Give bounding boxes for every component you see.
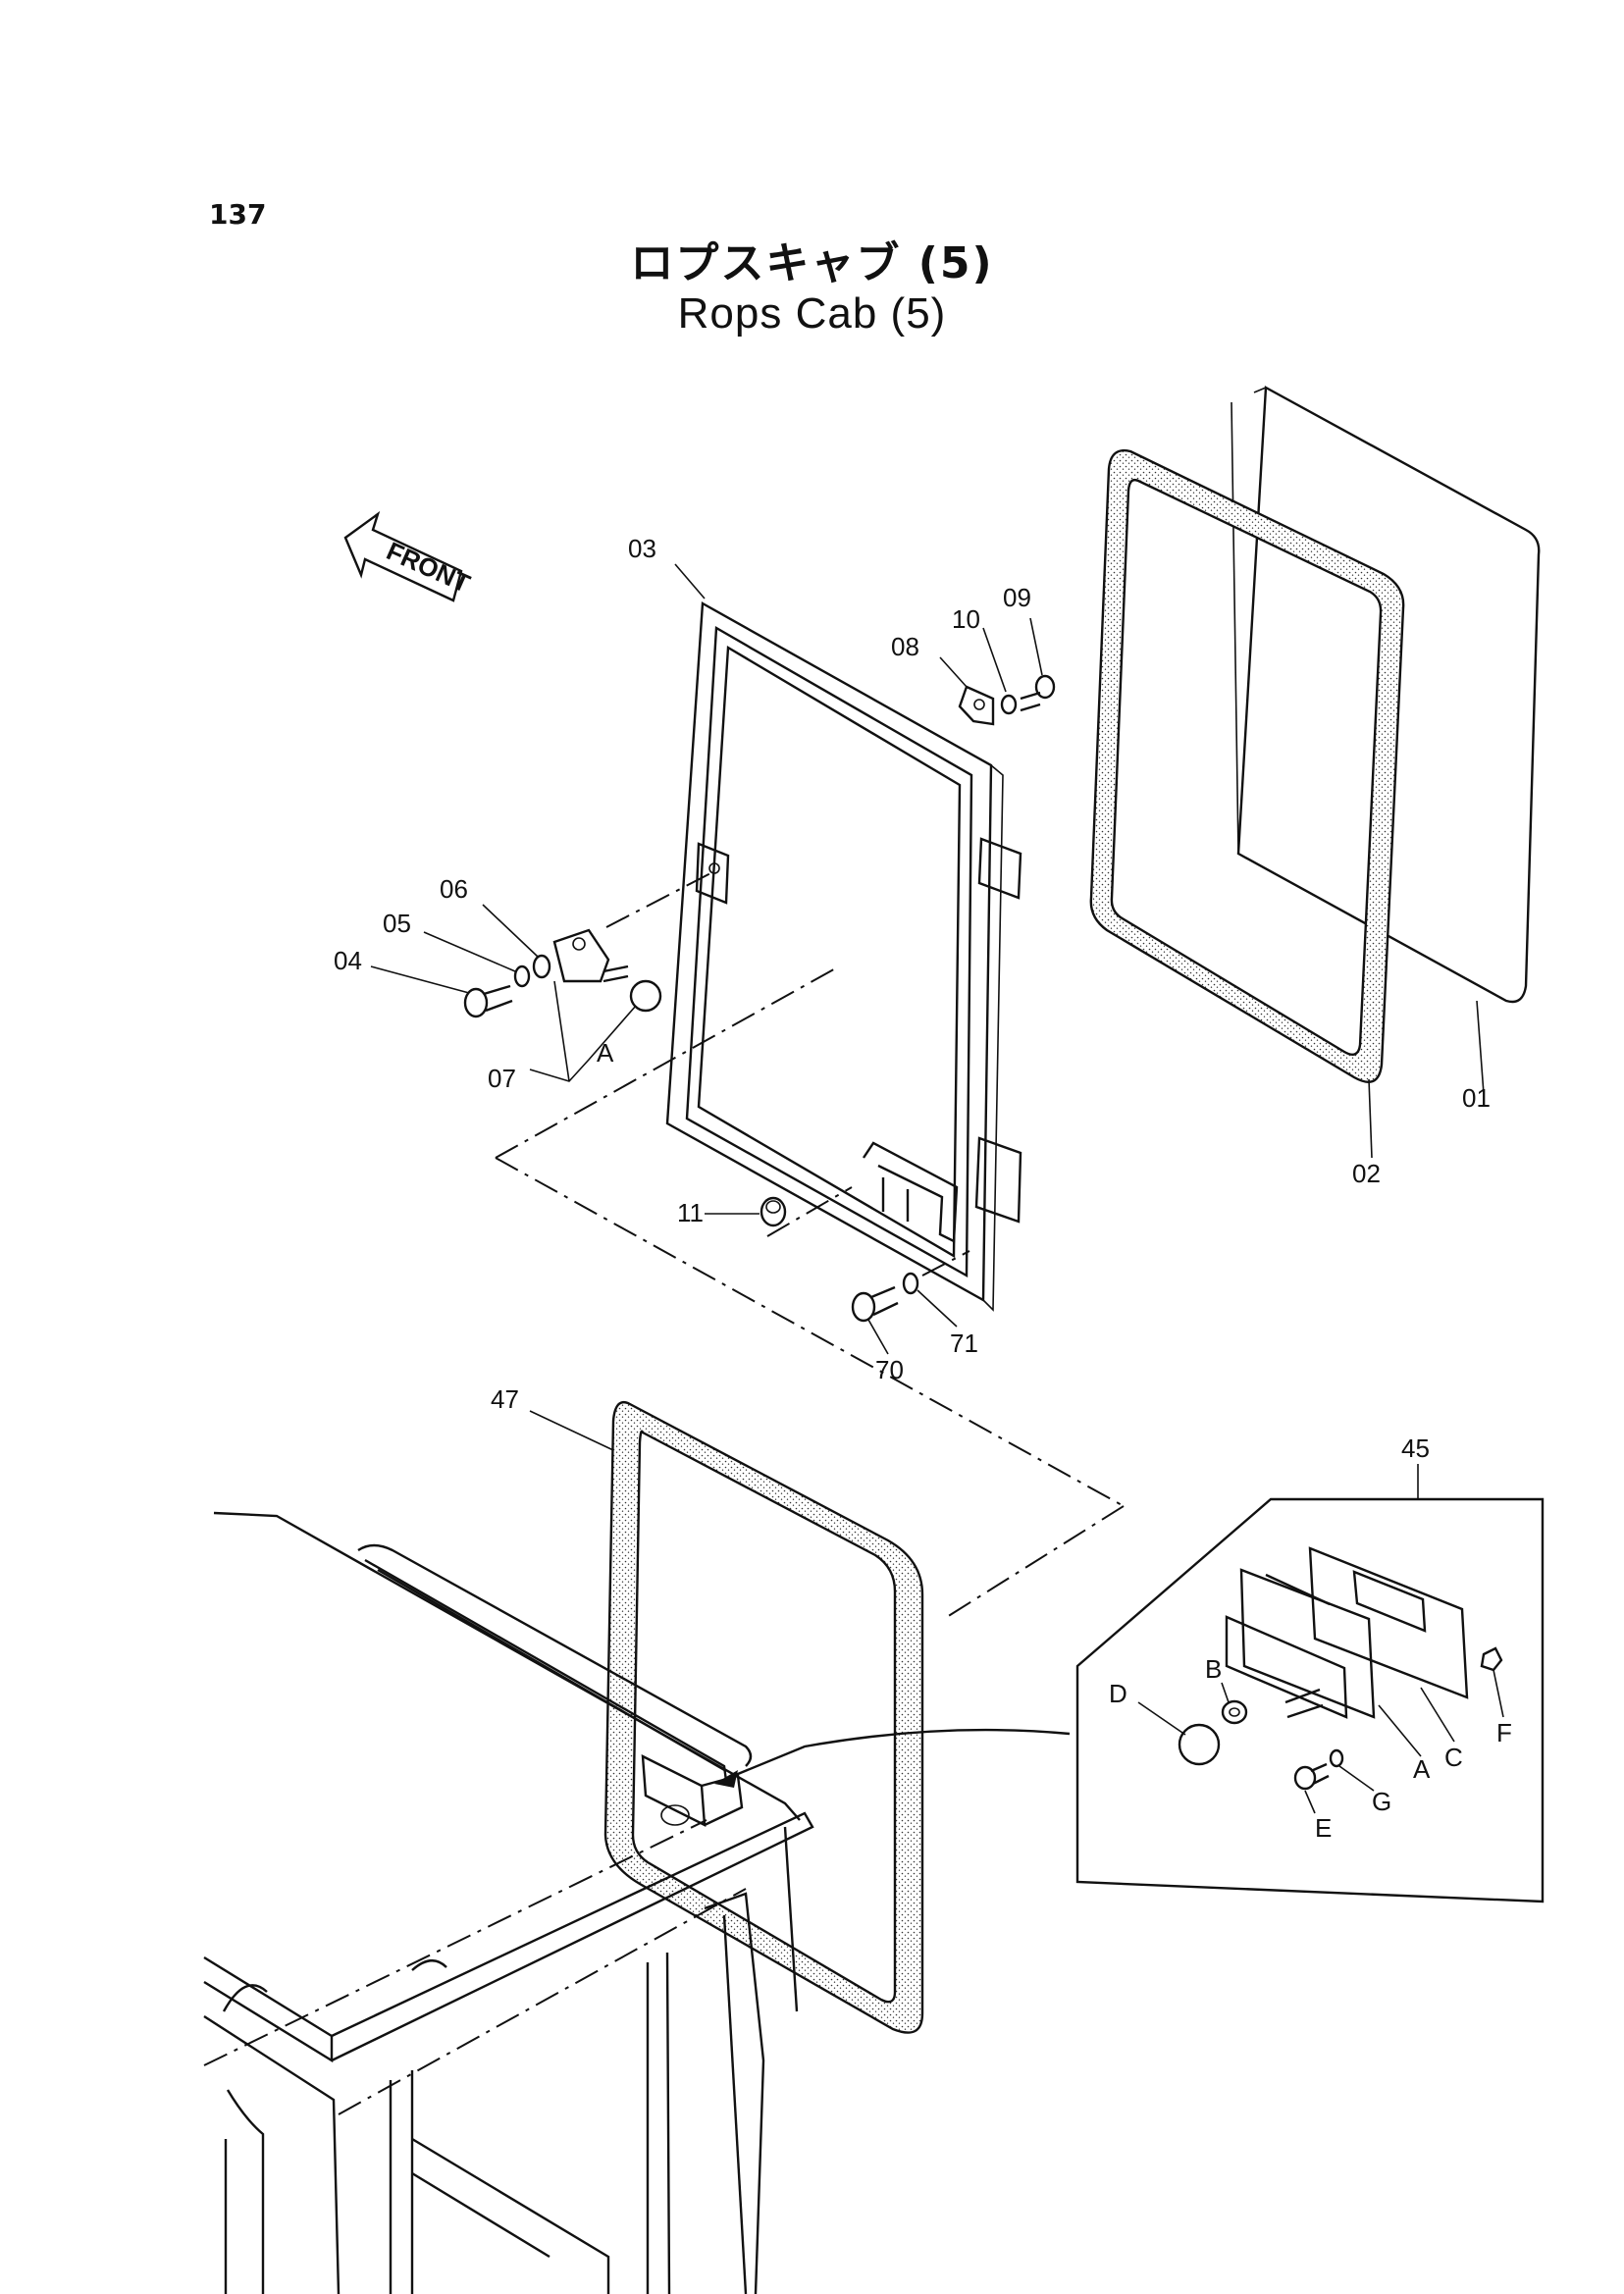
label-06: 06 xyxy=(440,874,468,904)
title-japanese: ロプスキャブ (5) xyxy=(630,238,994,288)
detail-label-G: G xyxy=(1372,1787,1391,1816)
latch-assembly xyxy=(1225,1546,1469,1719)
leader-03 xyxy=(674,563,706,600)
leader-F xyxy=(1493,1669,1504,1718)
label-02: 02 xyxy=(1352,1159,1381,1188)
striker-07 xyxy=(552,928,629,983)
cab-body xyxy=(203,1511,814,2294)
weather-strip xyxy=(1089,448,1405,1083)
center-line-5 xyxy=(766,1186,853,1237)
front-arrow-icon: FRONT xyxy=(343,510,475,602)
window-frame xyxy=(665,601,1022,1312)
washer-10 xyxy=(1000,694,1018,715)
bolt-04 xyxy=(463,984,513,1018)
glass-pane xyxy=(1231,386,1541,1004)
detail-label-A: A xyxy=(1413,1754,1431,1784)
center-line-4 xyxy=(946,1505,1125,1618)
leader-10 xyxy=(982,627,1007,693)
leader-D xyxy=(1137,1701,1186,1736)
leader-05 xyxy=(423,931,516,972)
label-45: 45 xyxy=(1401,1434,1430,1463)
detail-link-arrowhead xyxy=(714,1770,738,1788)
bushing-11 xyxy=(760,1196,787,1227)
leader-A2 xyxy=(1378,1704,1422,1757)
knob-D xyxy=(1178,1723,1221,1766)
nut-B xyxy=(1221,1699,1248,1725)
bolt-E xyxy=(1293,1762,1330,1791)
center-line-6 xyxy=(921,1250,970,1277)
leader-71 xyxy=(917,1289,958,1328)
knob-A xyxy=(629,979,662,1013)
leader-09 xyxy=(1029,617,1043,676)
label-04: 04 xyxy=(334,946,362,975)
center-line-1 xyxy=(495,965,840,1159)
center-line-2 xyxy=(495,1157,1125,1507)
detail-link xyxy=(720,1728,1071,1783)
washer-05 xyxy=(513,965,531,988)
label-A: A xyxy=(597,1038,614,1068)
label-09: 09 xyxy=(1003,583,1031,612)
leader-02 xyxy=(1368,1078,1373,1159)
detail-label-B: B xyxy=(1205,1654,1222,1684)
leader-06 xyxy=(482,904,539,958)
label-10: 10 xyxy=(952,604,980,634)
label-08: 08 xyxy=(891,632,919,661)
label-07: 07 xyxy=(488,1064,516,1093)
label-70: 70 xyxy=(875,1355,904,1384)
leader-B xyxy=(1221,1682,1230,1703)
leader-07-A xyxy=(529,980,637,1082)
washer-06 xyxy=(532,954,551,979)
bolt-70 xyxy=(851,1285,899,1323)
leader-04 xyxy=(370,965,470,994)
leader-G xyxy=(1338,1765,1375,1792)
detail-label-C: C xyxy=(1444,1743,1463,1772)
detail-label-E: E xyxy=(1315,1813,1332,1843)
label-03: 03 xyxy=(628,534,656,563)
leader-E xyxy=(1304,1790,1316,1814)
bolt-09 xyxy=(1020,674,1056,712)
page-number: 137 xyxy=(209,198,267,231)
label-05: 05 xyxy=(383,909,411,938)
leader-01 xyxy=(1476,1000,1485,1095)
title-english: Rops Cab (5) xyxy=(677,289,947,338)
nut-F xyxy=(1480,1646,1503,1672)
center-line-3 xyxy=(605,870,715,928)
label-71: 71 xyxy=(950,1329,978,1358)
leader-70 xyxy=(867,1319,889,1355)
detail-label-F: F xyxy=(1496,1718,1512,1747)
leader-08 xyxy=(939,656,968,688)
label-11: 11 xyxy=(677,1198,704,1227)
washer-71 xyxy=(902,1272,919,1295)
detail-label-D: D xyxy=(1109,1679,1127,1708)
outer-seal xyxy=(603,1400,924,2034)
label-47: 47 xyxy=(491,1384,519,1414)
leader-47 xyxy=(529,1410,614,1451)
detail-box-45 xyxy=(1075,1497,1545,1903)
washer-G xyxy=(1329,1748,1344,1768)
leader-C xyxy=(1420,1687,1455,1743)
label-01: 01 xyxy=(1462,1083,1491,1113)
bracket-08 xyxy=(958,685,995,726)
